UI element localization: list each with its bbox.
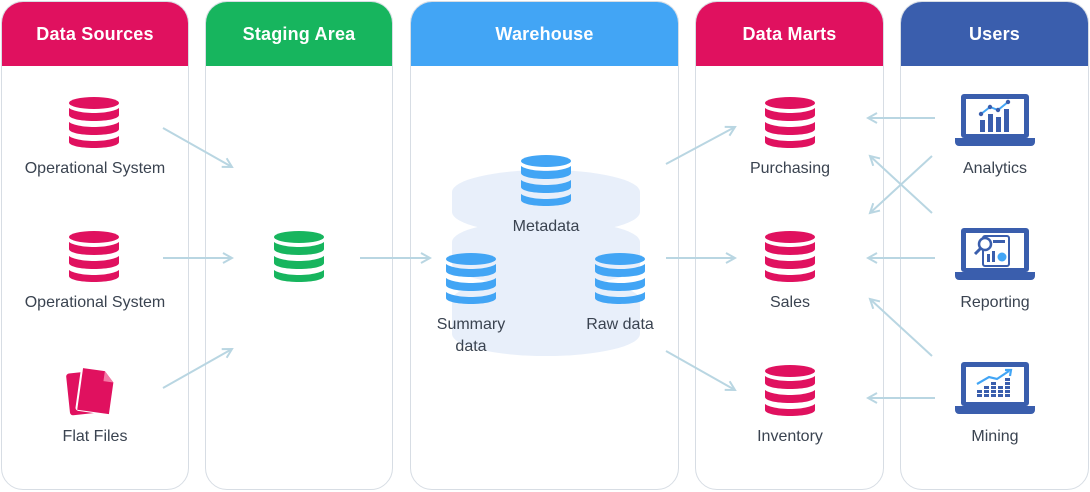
column-header: Users — [901, 2, 1088, 66]
column-title: Warehouse — [495, 23, 594, 44]
arrow-reporting-to-purchasing — [870, 156, 933, 214]
database-icon — [520, 154, 572, 206]
user-label-mining: Mining — [971, 428, 1019, 445]
column-staging-area: Staging Area — [205, 1, 393, 490]
column-data-marts: Data Marts — [695, 1, 884, 490]
user-label-reporting: Reporting — [960, 294, 1030, 311]
source-label-flat-files: Flat Files — [62, 428, 128, 445]
database-icon — [764, 364, 816, 416]
database-icon — [68, 230, 120, 282]
database-icon — [764, 230, 816, 282]
user-label-analytics: Analytics — [962, 160, 1028, 177]
mart-label-purchasing: Purchasing — [749, 160, 831, 177]
warehouse-label-raw: Raw data — [586, 316, 654, 333]
database-icon — [594, 252, 646, 304]
arrow-warehouse-to-purchasing — [665, 127, 735, 165]
column-header: Data Sources — [2, 2, 188, 66]
arrow-source1-to-staging — [162, 127, 232, 167]
arrow-warehouse-to-inventory — [665, 350, 735, 390]
column-header: Data Marts — [696, 2, 883, 66]
files-icon — [66, 367, 115, 416]
source-label-operational-2: Operational System — [24, 294, 166, 311]
mart-label-sales: Sales — [769, 294, 811, 311]
laptop-analytics-icon — [955, 94, 1035, 146]
column-title: Data Sources — [36, 23, 154, 44]
database-icon — [68, 96, 120, 148]
laptop-report-icon — [955, 228, 1035, 280]
mart-label-inventory: Inventory — [757, 428, 823, 445]
arrow-mining-to-sales — [870, 299, 933, 357]
laptop-mining-icon — [955, 362, 1035, 414]
column-title: Users — [968, 23, 1021, 44]
column-title: Staging Area — [242, 23, 356, 44]
column-header: Warehouse — [411, 2, 678, 66]
arrow-files-to-staging — [162, 349, 232, 389]
warehouse-label-metadata: Metadata — [512, 218, 580, 235]
column-header: Staging Area — [206, 2, 392, 66]
database-icon — [273, 230, 325, 282]
warehouse-label-summary: Summary data — [436, 316, 506, 355]
database-icon — [764, 96, 816, 148]
column-title: Data Marts — [742, 23, 837, 44]
database-icon — [445, 252, 497, 304]
source-label-operational-1: Operational System — [24, 160, 166, 177]
